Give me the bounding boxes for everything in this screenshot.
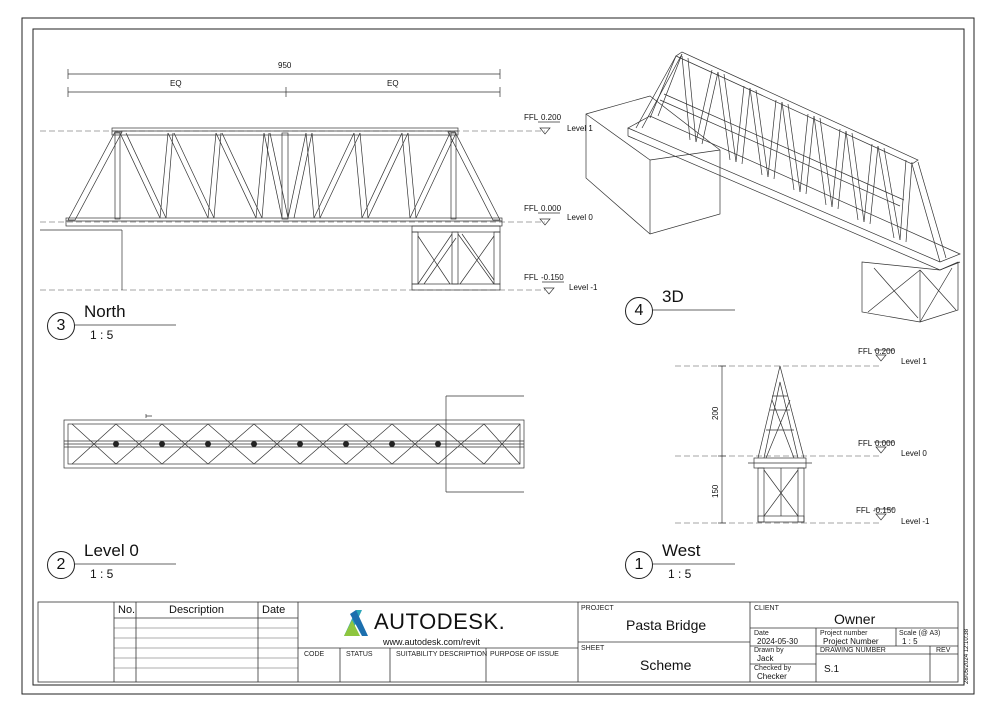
view-scale-north: 1 : 5	[90, 328, 114, 342]
print-stamp: 28/05/2024 12:10:38	[964, 628, 970, 684]
view-title-west: West	[662, 541, 701, 560]
west-l0-prefix: FFL	[858, 439, 873, 448]
north-lm1-value: -0.150	[541, 273, 564, 282]
west-l1-name: Level 1	[901, 357, 927, 366]
autodesk-logo-icon	[344, 610, 368, 636]
scale-label: Scale (@ A3)	[899, 630, 941, 637]
north-elevation	[40, 69, 545, 291]
north-l0-value: 0.000	[541, 204, 562, 213]
north-l1-prefix: FFL	[524, 113, 539, 122]
view-title-north: North	[84, 302, 126, 321]
dim-west-lower: 150	[711, 484, 720, 498]
drawing-number-value: S.1	[824, 664, 840, 675]
rev-col-description: Description	[169, 604, 225, 616]
drawn-label: Drawn by	[754, 647, 784, 654]
view-number-west: 1	[625, 551, 653, 579]
checked-label: Checked by	[754, 665, 791, 672]
sheet-value: Scheme	[640, 657, 692, 673]
dim-west-upper: 200	[711, 406, 720, 420]
view-number-3d: 4	[625, 297, 653, 325]
west-lm1-name: Level -1	[901, 517, 930, 526]
dim-overall: 950	[278, 61, 292, 70]
date-value: 2024-05-30	[757, 637, 798, 646]
north-l0-name: Level 0	[567, 213, 593, 222]
status-purpose-label: PURPOSE OF ISSUE	[490, 651, 559, 658]
project-number-label: Project number	[820, 630, 868, 637]
project-label: PROJECT	[581, 605, 614, 612]
north-l1-name: Level 1	[567, 124, 593, 133]
north-lm1-name: Level -1	[569, 283, 598, 292]
rev-label: REV	[936, 647, 951, 654]
rev-col-date: Date	[262, 604, 286, 616]
date-label: Date	[754, 630, 769, 637]
3d-view	[585, 51, 961, 323]
drawn-value: Jack	[757, 654, 774, 663]
project-value: Pasta Bridge	[626, 617, 707, 633]
west-l0-name: Level 0	[901, 449, 927, 458]
north-level-markers	[538, 121, 564, 295]
dim-eq-left: EQ	[170, 79, 182, 88]
north-l1-value: 0.200	[541, 113, 562, 122]
west-level-markers	[874, 349, 894, 521]
north-l0-prefix: FFL	[524, 204, 539, 213]
brand-url: www.autodesk.com/revit	[383, 637, 481, 647]
north-lm1-prefix: FFL	[524, 273, 539, 282]
status-suitability-label: SUITABILITY DESCRIPTION	[396, 651, 488, 658]
project-number-value: Project Number	[823, 637, 879, 646]
drawing-number-label: DRAWING NUMBER	[820, 647, 886, 654]
view-number-level0: 2	[47, 551, 75, 579]
west-lm1-prefix: FFL	[856, 506, 871, 515]
title-block	[37, 601, 959, 683]
status-code-label: CODE	[304, 651, 325, 658]
rev-col-no: No.	[118, 604, 136, 616]
west-lm1-value: -0.150	[873, 506, 896, 515]
view-title-3d: 3D	[662, 287, 684, 306]
scale-value: 1 : 5	[902, 637, 918, 646]
west-l1-prefix: FFL	[858, 347, 873, 356]
dim-eq-right: EQ	[387, 79, 399, 88]
view-title-level0: Level 0	[84, 541, 139, 560]
west-elevation	[675, 365, 880, 524]
status-status-label: STATUS	[346, 651, 373, 658]
level0-plan	[63, 395, 525, 493]
client-value: Owner	[834, 611, 876, 627]
view-scale-west: 1 : 5	[668, 567, 692, 581]
client-label: CLIENT	[754, 605, 779, 612]
west-l1-value: 0.200	[875, 347, 896, 356]
checked-value: Checker	[757, 672, 787, 681]
view-number-north: 3	[47, 312, 75, 340]
inner-border	[32, 28, 965, 686]
west-l0-value: 0.000	[875, 439, 896, 448]
brand-name: AUTODESK.	[374, 609, 506, 634]
sheet-label: SHEET	[581, 645, 605, 652]
view-title-lines	[62, 309, 735, 565]
outer-border	[21, 17, 975, 695]
view-scale-level0: 1 : 5	[90, 567, 114, 581]
